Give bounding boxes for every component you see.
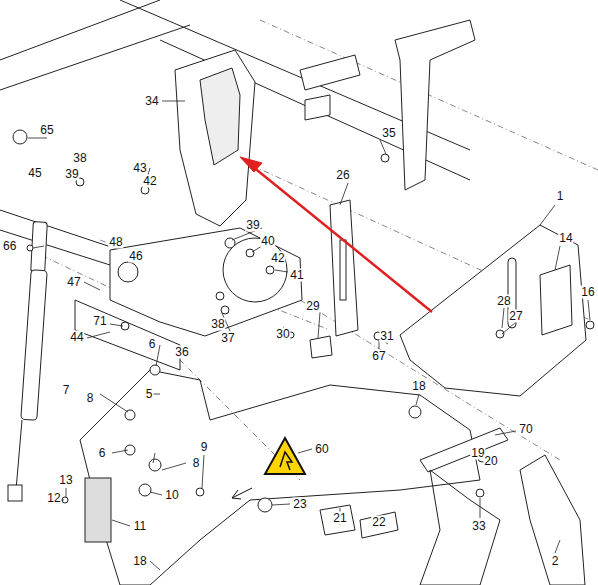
bracket-34-face xyxy=(200,68,240,165)
plate-11 xyxy=(85,478,111,542)
callout-number: 44 xyxy=(69,331,84,344)
callout-number: 18 xyxy=(411,380,426,393)
frame xyxy=(0,0,475,265)
callout-number: 34 xyxy=(144,95,159,108)
callout-number: 30 xyxy=(275,328,290,341)
callout-number: 66 xyxy=(2,240,17,253)
bracket-34 xyxy=(175,50,255,226)
callout-number: 9 xyxy=(200,441,209,454)
callout-number: 14 xyxy=(558,232,573,245)
callout-number: 71 xyxy=(92,315,107,328)
callout-number: 35 xyxy=(381,127,396,140)
gas-spring-45 xyxy=(8,222,47,501)
callout-number: 41 xyxy=(289,269,304,282)
callout-number: 18 xyxy=(132,555,147,568)
callout-number: 45 xyxy=(27,167,42,180)
callout-number: 47 xyxy=(66,276,81,289)
callout-number: 42 xyxy=(142,175,157,188)
plate-36 xyxy=(110,228,302,336)
callout-number: 38 xyxy=(210,318,225,331)
callout-number: 70 xyxy=(518,423,533,436)
callout-number: 6 xyxy=(148,338,157,351)
callout-number: 6 xyxy=(98,447,107,460)
callout-number: 8 xyxy=(86,392,95,405)
callout-number: 28 xyxy=(496,295,511,308)
part-29 xyxy=(310,336,332,358)
callout-number: 40 xyxy=(260,235,275,248)
callout-number: 37 xyxy=(220,332,235,345)
callout-number: 39 xyxy=(245,219,260,232)
callout-number: 22 xyxy=(371,516,386,529)
callout-number: 2 xyxy=(551,555,560,568)
blocks-21-22 xyxy=(320,505,398,538)
callout-number: 1 xyxy=(556,190,565,203)
callout-number: 8 xyxy=(192,457,201,470)
center-lines xyxy=(30,20,598,480)
callout-number: 12 xyxy=(46,492,61,505)
callout-number: 23 xyxy=(292,498,307,511)
plate-5 xyxy=(80,370,480,585)
callout-number: 21 xyxy=(332,512,347,525)
rail-slot xyxy=(340,240,346,300)
fasteners xyxy=(13,130,594,512)
callout-number: 11 xyxy=(133,520,147,533)
callout-number: 7 xyxy=(62,384,71,397)
red-arrow xyxy=(240,157,432,312)
callout-number: 39 xyxy=(64,168,79,181)
rail-26 xyxy=(330,200,358,336)
callout-number: 10 xyxy=(164,489,179,502)
plate-47 xyxy=(75,300,180,370)
callout-number: 31 xyxy=(379,330,394,343)
bushing-46 xyxy=(118,262,138,282)
panel-2 xyxy=(520,455,585,585)
bracket xyxy=(420,470,500,585)
callout-number: 60 xyxy=(314,443,329,456)
leader-lines xyxy=(28,101,590,570)
callout-number: 42 xyxy=(270,252,285,265)
callout-number: 27 xyxy=(508,310,523,323)
callout-number: 33 xyxy=(471,520,486,533)
callout-number: 29 xyxy=(305,300,320,313)
callout-number: 65 xyxy=(39,124,54,137)
callout-number: 16 xyxy=(580,286,595,299)
callout-number: 20 xyxy=(483,455,498,468)
plate-1 xyxy=(400,225,586,396)
warning-sign xyxy=(232,438,305,499)
callout-number: 13 xyxy=(58,474,73,487)
callout-number: 26 xyxy=(335,169,350,182)
callout-number: 38 xyxy=(72,152,87,165)
callout-number: 5 xyxy=(145,388,154,401)
callout-number: 46 xyxy=(128,250,143,263)
slotted-bar-70 xyxy=(420,428,508,472)
callout-number: 48 xyxy=(108,236,123,249)
callout-number: 67 xyxy=(371,350,386,363)
block-14 xyxy=(540,265,572,335)
callout-number: 43 xyxy=(132,162,147,175)
callout-number: 36 xyxy=(174,346,189,359)
